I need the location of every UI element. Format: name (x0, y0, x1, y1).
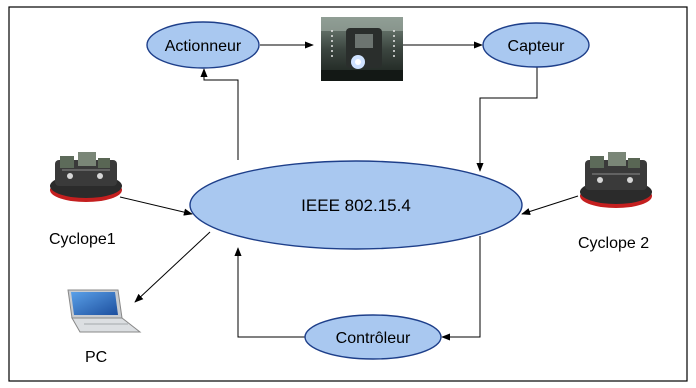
node-controleur: Contrôleur (304, 314, 442, 360)
robot-cyclope1-icon (50, 152, 122, 202)
node-network: IEEE 802.15.4 (189, 160, 523, 250)
node-actionneur-label: Actionneur (165, 38, 242, 55)
label-cyclope1: Cyclope1 (49, 231, 116, 248)
arrow-network-to-actionneur (200, 68, 239, 160)
label-cyclope2: Cyclope 2 (578, 235, 649, 252)
node-controleur-label: Contrôleur (336, 330, 411, 347)
robot-cyclope2-icon (580, 152, 652, 208)
arrow-cyclope2-to-network (521, 195, 579, 215)
node-network-label: IEEE 802.15.4 (301, 196, 411, 215)
laptop-icon (67, 289, 142, 333)
arrow-network-to-controleur (441, 236, 481, 341)
camera-photo-icon (321, 17, 403, 81)
connectors (119, 41, 579, 341)
node-actionneur: Actionneur (146, 21, 260, 69)
node-capteur: Capteur (482, 22, 590, 68)
arrow-network-to-pc (134, 231, 211, 303)
label-pc: PC (85, 349, 107, 366)
node-capteur-label: Capteur (508, 38, 566, 55)
arrow-cyclope1-to-network (119, 196, 193, 216)
arrow-capteur-to-network (476, 65, 538, 172)
arrow-controleur-to-network (234, 247, 305, 338)
